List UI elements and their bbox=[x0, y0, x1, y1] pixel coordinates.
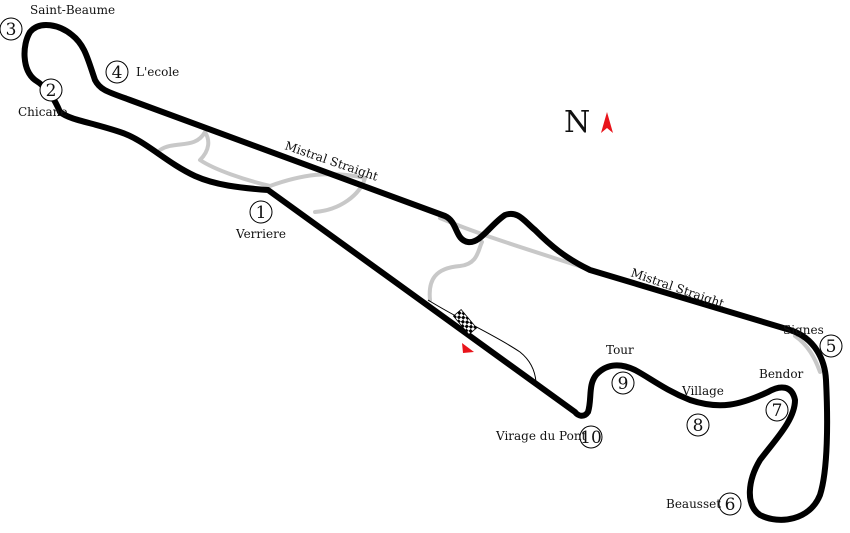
turn-label: Signes bbox=[783, 323, 824, 337]
start-finish bbox=[452, 309, 478, 353]
turn-number-circle bbox=[0, 17, 23, 41]
turn-4: 4 L'ecole bbox=[105, 60, 179, 84]
turn-number: 6 bbox=[725, 495, 736, 515]
turn-number-circle bbox=[686, 413, 710, 437]
turn-label: Beausset bbox=[666, 497, 721, 511]
turn-number: 5 bbox=[826, 337, 837, 357]
turn-number-circle bbox=[39, 78, 63, 102]
turn-number-circle bbox=[249, 200, 273, 224]
turn-number: 4 bbox=[112, 63, 123, 83]
alt-connector-mid-loop bbox=[438, 216, 587, 270]
turn-label: Bendor bbox=[759, 367, 804, 381]
turn-3: 3 Saint-Beaume bbox=[0, 3, 115, 41]
turn-number: 9 bbox=[618, 374, 629, 394]
turn-number-circle bbox=[611, 371, 635, 395]
turn-number: 1 bbox=[256, 203, 267, 223]
turn-8: 8 Village bbox=[681, 384, 724, 437]
turn-label: Chicane bbox=[18, 105, 67, 119]
turn-7: 7 Bendor bbox=[759, 367, 804, 422]
alt-connector-mistral-link bbox=[268, 172, 367, 214]
turn-label: Tour bbox=[606, 343, 634, 357]
turn-label: Saint-Beaume bbox=[30, 3, 115, 17]
alt-connector-pit-side bbox=[427, 240, 484, 302]
turn-number-circle bbox=[579, 425, 603, 449]
start-direction-arrow bbox=[462, 343, 474, 353]
north-indicator: N bbox=[564, 105, 613, 140]
turn-number: 8 bbox=[693, 416, 704, 436]
turn-number-circle bbox=[765, 398, 789, 422]
turn-2: 2 Chicane bbox=[18, 78, 67, 119]
turn-number: 10 bbox=[580, 428, 602, 448]
turn-number-circle bbox=[819, 334, 843, 358]
turn-5: 5 Signes bbox=[783, 323, 843, 358]
turn-number: 7 bbox=[772, 401, 783, 421]
checkered-flag-icon bbox=[452, 309, 478, 335]
alternate-layouts bbox=[158, 130, 822, 374]
circuit-track bbox=[21, 22, 831, 523]
turn-label: L'ecole bbox=[136, 65, 179, 79]
turn-label: Virage du Pont bbox=[495, 429, 587, 443]
pit-lane bbox=[427, 299, 537, 383]
turn-10: 10 Virage du Pont bbox=[495, 425, 603, 449]
turn-1: 1 Verriere bbox=[235, 200, 286, 241]
turn-number-circle bbox=[718, 492, 742, 516]
turn-label: Village bbox=[681, 384, 724, 398]
turn-number: 3 bbox=[6, 20, 17, 40]
turn-number-circle bbox=[105, 60, 129, 84]
alt-connector-loop-north bbox=[158, 130, 272, 188]
turn-number: 2 bbox=[46, 81, 57, 101]
north-letter: N bbox=[564, 105, 590, 140]
north-arrow-icon bbox=[601, 112, 613, 133]
turn-9: 9 Tour bbox=[606, 343, 635, 395]
turn-6: 6 Beausset bbox=[666, 492, 742, 516]
turn-label: Verriere bbox=[235, 227, 286, 241]
alt-connector-signes bbox=[793, 334, 822, 374]
